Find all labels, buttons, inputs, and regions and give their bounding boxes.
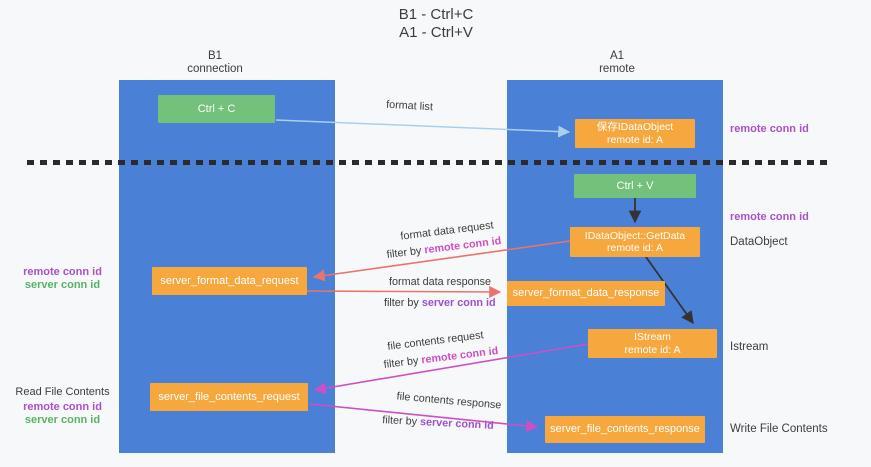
- flow-label-file-contents-response: file contents response: [396, 390, 502, 412]
- server-file-contents-response-box: server_file_contents_response: [545, 416, 705, 443]
- lane-header-b1: B1 connection: [145, 50, 285, 76]
- left-label-server-conn-id-1: server conn id: [24, 279, 101, 291]
- istream-line1: IStream: [634, 331, 671, 343]
- flow-label-filter-server-2: filter by server conn id: [380, 414, 496, 432]
- filter-by-text: filter by: [386, 244, 426, 261]
- flow-label-format-list: format list: [385, 98, 434, 114]
- server-file-contents-request-box: server_file_contents_request: [150, 383, 308, 411]
- istream-line2: remote id: A: [624, 343, 681, 356]
- server-format-data-response-box: server_format_data_response: [507, 281, 665, 306]
- getdata-line1: IDataObject::GetData: [584, 229, 686, 242]
- lane-a1-sub: remote: [599, 63, 635, 75]
- ctrl-v-label: Ctrl + V: [616, 179, 654, 192]
- lane-header-a1: A1 remote: [547, 50, 687, 76]
- lane-a1-name: A1: [609, 50, 625, 62]
- right-label-istream: Istream: [730, 341, 769, 353]
- lane-b1-name: B1: [207, 50, 223, 62]
- getdata-line2: remote id: A: [606, 242, 664, 254]
- flow-label-format-data-response: format data response: [388, 276, 492, 288]
- filter-by-text: filter by: [384, 297, 422, 309]
- server-file-contents-response-label: server_file_contents_response: [550, 423, 700, 435]
- session-divider-dashed-line: [27, 160, 833, 165]
- diagram-title-line2: A1 - Ctrl+V: [399, 24, 473, 41]
- filter-by-text: filter by: [381, 414, 421, 429]
- arrow-format-data-response: [306, 285, 502, 298]
- save-idataobject-box: 保存IDataObject remote id: A: [575, 119, 695, 148]
- lane-b1-sub: connection: [187, 63, 243, 75]
- istream-box: IStream remote id: A: [588, 329, 717, 358]
- left-label-server-conn-id-2: server conn id: [24, 414, 101, 426]
- left-label-remote-conn-id-1: remote conn id: [23, 266, 102, 278]
- server-format-data-request-box: server_format_data_request: [152, 267, 307, 295]
- save-idataobject-line1: 保存IDataObject: [596, 121, 674, 133]
- left-label-read-file-contents: Read File Contents: [15, 386, 110, 398]
- server-format-data-response-label: server_format_data_response: [512, 287, 660, 299]
- right-label-dataobject: DataObject: [730, 236, 788, 248]
- ctrl-v-box: Ctrl + V: [574, 174, 696, 198]
- server-conn-id-text: server conn id: [421, 297, 496, 309]
- server-file-contents-request-label: server_file_contents_request: [158, 390, 300, 403]
- right-label-remote-conn-id-1: remote conn id: [730, 123, 809, 135]
- idataobject-getdata-box: IDataObject::GetData remote id: A: [570, 227, 700, 257]
- right-label-remote-conn-id-2: remote conn id: [730, 211, 809, 223]
- left-label-remote-conn-id-2: remote conn id: [23, 401, 102, 413]
- diagram-title-line1: B1 - Ctrl+C: [398, 6, 474, 23]
- remote-conn-id-text: remote conn id: [420, 345, 499, 367]
- server-format-data-request-label: server_format_data_request: [160, 274, 299, 287]
- ctrl-c-label: Ctrl + C: [197, 102, 236, 115]
- right-label-write-file-contents: Write File Contents: [730, 423, 828, 435]
- ctrl-c-box: Ctrl + C: [158, 95, 275, 123]
- filter-by-text: filter by: [383, 354, 423, 371]
- save-idataobject-line2: remote id: A: [606, 133, 664, 146]
- flow-label-filter-server-1: filter by server conn id: [384, 297, 496, 309]
- server-conn-id-text: server conn id: [419, 416, 495, 432]
